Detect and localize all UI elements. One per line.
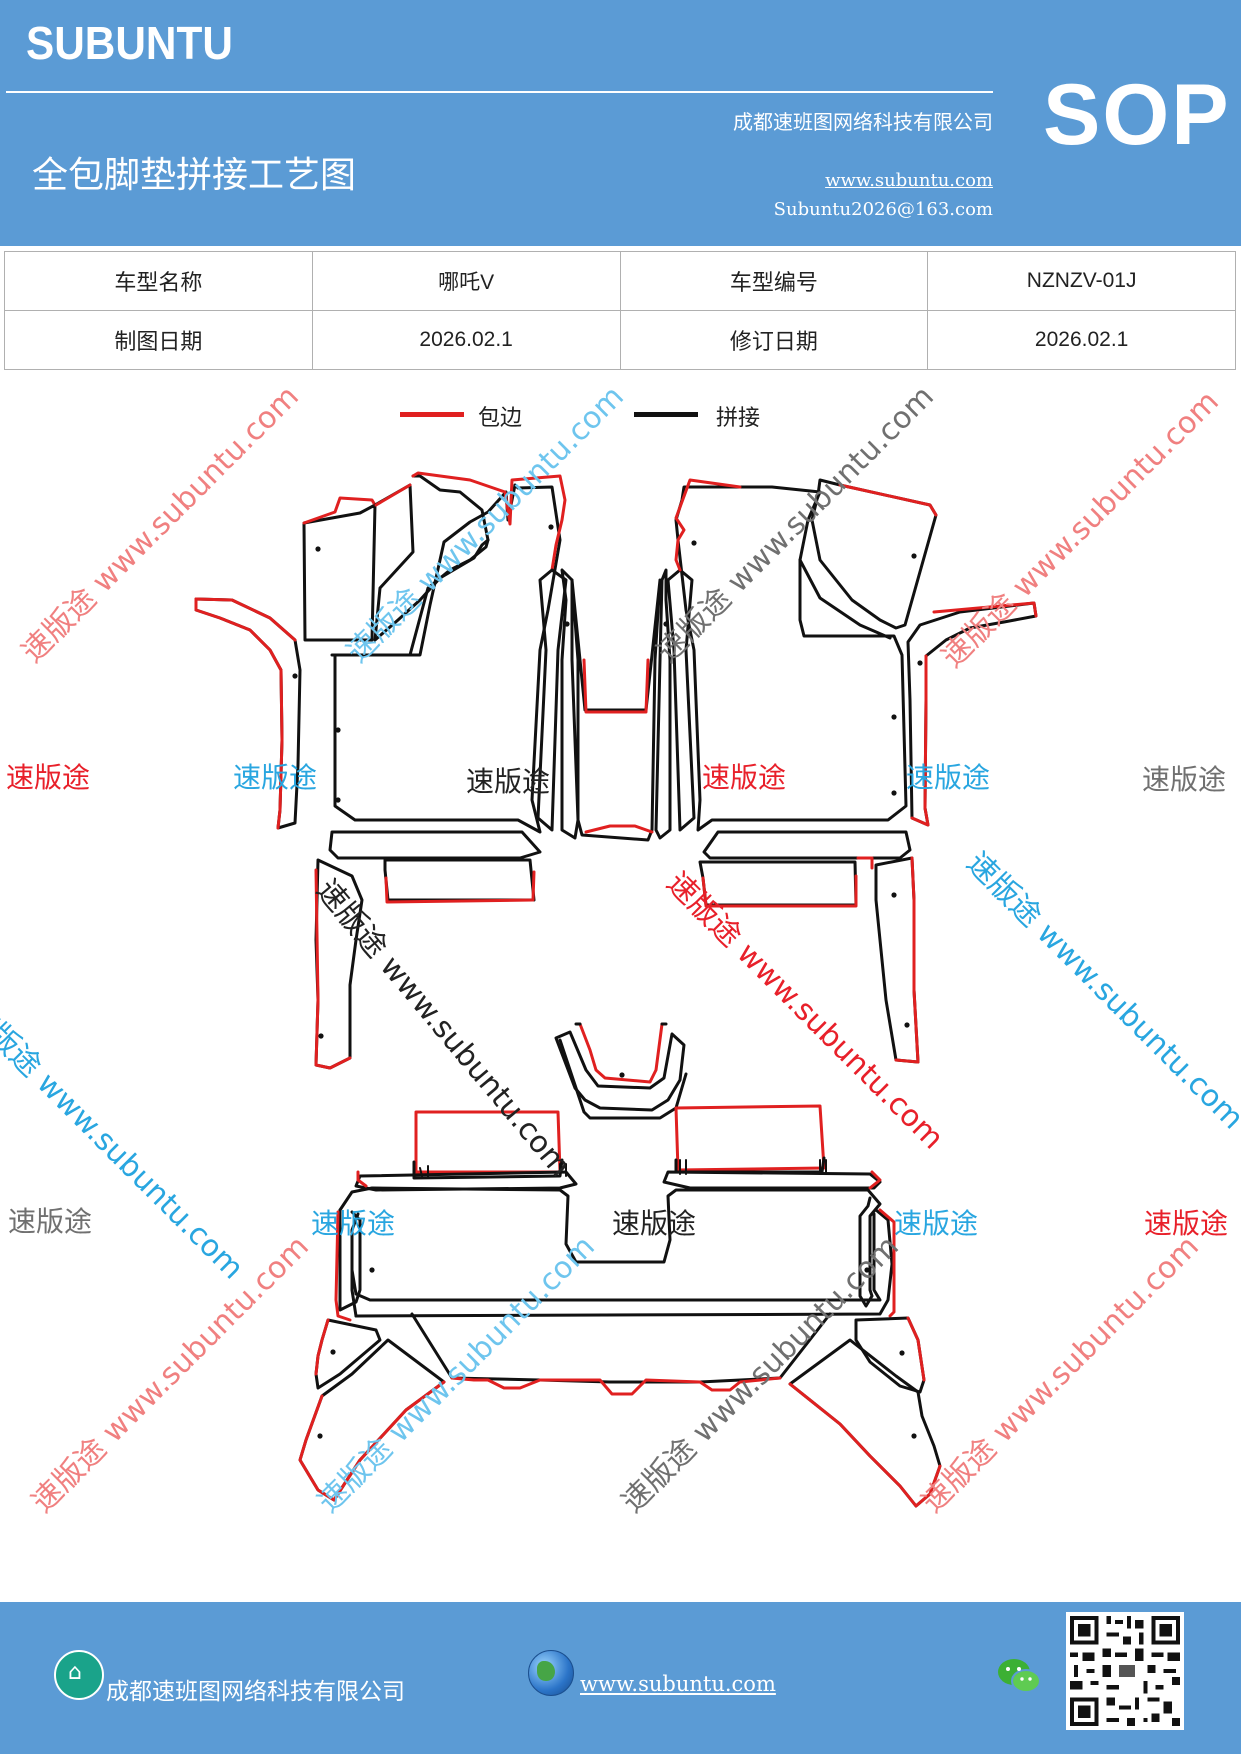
footer-website-link[interactable]: www.subuntu.com <box>580 1672 776 1696</box>
footer-company-name: 成都速班图网络科技有限公司 <box>106 1679 405 1705</box>
model-code-label: 车型编号 <box>619 251 929 311</box>
rear-mat <box>298 1104 942 1508</box>
model-name-label: 车型名称 <box>4 251 313 311</box>
sop-label: SOP <box>1043 67 1231 163</box>
footer-banner: ⌂ 成都速班图网络科技有限公司 www.subuntu.com <box>0 1602 1241 1754</box>
watermark-text: 速版途 <box>6 761 91 794</box>
table-row: 制图日期 2026.02.1 修订日期 2026.02.1 <box>4 310 1236 370</box>
watermark-text: 速版途 <box>894 1207 979 1240</box>
center-tunnel-mat <box>536 568 696 842</box>
brand-logo: SUBUNTU <box>26 17 233 69</box>
header-banner: SUBUNTU 全包脚垫拼接工艺图 成都速班图网络科技有限公司 www.subu… <box>0 0 1241 246</box>
home-icon: ⌂ <box>54 1650 104 1700</box>
legend-splice-swatch <box>634 412 698 417</box>
model-code-value: NZNZV-01J <box>927 251 1236 311</box>
model-name-value: 哪吒V <box>311 251 621 311</box>
watermark-text: 速版途 <box>233 761 318 794</box>
revise-date-value: 2026.02.1 <box>927 310 1236 370</box>
wechat-icon <box>998 1659 1041 1693</box>
draw-date-label: 制图日期 <box>4 310 313 370</box>
vehicle-info-table: 车型名称 哪吒V 车型编号 NZNZV-01J 制图日期 2026.02.1 修… <box>4 251 1236 370</box>
legend-edge-swatch <box>400 412 464 417</box>
right-front-mat <box>674 478 1038 1064</box>
header-company-name: 成都速班图网络科技有限公司 <box>733 110 993 134</box>
watermark-text: 速版途 <box>1142 763 1227 796</box>
legend-edge-label: 包边 <box>478 406 523 431</box>
draw-date-value: 2026.02.1 <box>311 310 621 370</box>
table-row: 车型名称 哪吒V 车型编号 NZNZV-01J <box>4 251 1236 311</box>
qr-code <box>1066 1612 1184 1730</box>
watermark-text: 速版途 <box>8 1205 93 1238</box>
watermark-text: 速版途 <box>311 1207 396 1240</box>
document-title: 全包脚垫拼接工艺图 <box>32 155 357 196</box>
legend-splice-label: 拼接 <box>716 406 761 431</box>
header-email: Subuntu2026@163.com <box>773 199 993 220</box>
watermark-text: 速版途 <box>702 761 787 794</box>
watermark-text: 速版途 <box>466 765 551 798</box>
watermark-text: 速版途 <box>612 1207 697 1240</box>
globe-icon <box>528 1650 574 1696</box>
floor-mat-pattern-drawing <box>194 471 1038 1508</box>
left-front-mat <box>194 471 567 1070</box>
watermark-text: 速版途 <box>1144 1207 1229 1240</box>
watermark-text: 速版途 <box>906 761 991 794</box>
header-website-link[interactable]: www.subuntu.com <box>825 170 993 191</box>
rear-center-hump-mat <box>554 1022 688 1120</box>
header-divider <box>6 91 993 93</box>
